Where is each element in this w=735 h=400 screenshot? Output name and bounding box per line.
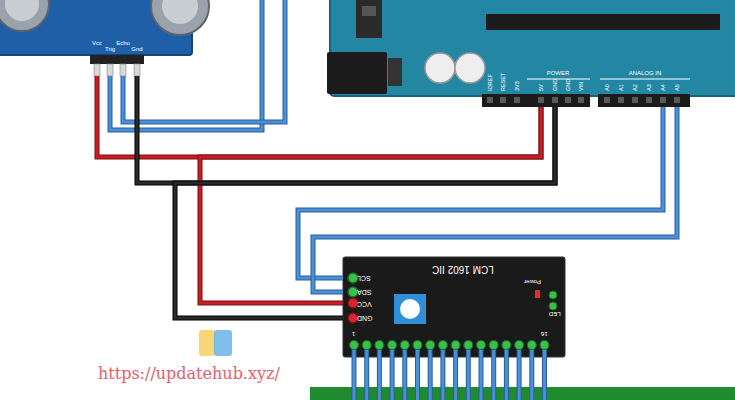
transducer-mesh (162, 0, 198, 24)
pin-label: VIN (578, 82, 584, 91)
board-label: GND (357, 315, 373, 322)
board-label: VCC (357, 301, 372, 308)
capacitor (425, 53, 455, 83)
dc-jack-body (388, 58, 402, 86)
led-jumper (549, 291, 557, 310)
capacitor (455, 53, 485, 83)
watermark: https://updatehub.xyz/ (98, 364, 280, 383)
voltage-regulator (356, 0, 382, 38)
board-label: 16 (541, 331, 548, 337)
pin-label: A5 (674, 84, 680, 91)
jumper-wire (298, 107, 663, 278)
power-header (482, 94, 590, 107)
pin-label: 5V (538, 84, 544, 91)
pin-label: 3V3 (514, 81, 520, 91)
board-label: LCM 1602 IIC (432, 264, 494, 274)
dc-jack (327, 52, 387, 94)
watermark-logo (199, 330, 232, 356)
board-label: SCL (357, 275, 371, 282)
transducer (0, 0, 49, 31)
jumper-wire (200, 107, 541, 303)
pin-label: A3 (646, 84, 652, 91)
ultrasonic-sensor: VccTrigEchoGnd (0, 0, 195, 76)
board-label: Gnd (131, 46, 142, 52)
board-label: 1 (352, 331, 355, 337)
jumper-wire (313, 107, 677, 292)
breadboard-strip (310, 387, 735, 400)
analog-header (598, 94, 690, 107)
pin-label: A1 (618, 84, 624, 91)
board-label: Trig (105, 46, 115, 52)
pin-header (90, 55, 144, 64)
arduino-uno: IOREF RESET 3V3 5V GND GND VIN POWER ANALOG IN A0… (330, 0, 735, 107)
board-label: Echo (116, 40, 130, 46)
lcd-1602-i2c: LCM 1602 IIC SCL SDA VCC GND PowerLED 1 16 (343, 257, 565, 357)
transducer-mesh (5, 0, 39, 21)
header-marks (527, 79, 690, 80)
potentiometer (394, 294, 426, 324)
pin-label: IOREF (487, 74, 493, 91)
lcd-pin-row (350, 341, 550, 400)
pin-label: A0 (604, 84, 610, 91)
power-led (535, 290, 540, 298)
regulator-tab (362, 6, 376, 16)
arduino-board (330, 0, 735, 96)
lcd-i2c-board (343, 257, 565, 357)
board-label: Power (524, 279, 541, 285)
pin-label: A4 (660, 84, 666, 91)
header-pins (94, 64, 140, 76)
pin-label: RESET (500, 73, 506, 91)
digital-header (486, 14, 720, 30)
pin-label: GND (565, 79, 571, 91)
board-label: Vcc (92, 40, 102, 46)
potentiometer-knob (400, 299, 420, 319)
board-label: ANALOG IN (629, 70, 662, 76)
i2c-pins (348, 273, 358, 323)
pin-label: A2 (632, 84, 638, 91)
board-label: POWER (547, 70, 570, 76)
transducer (151, 0, 209, 35)
jumper-wire (97, 76, 541, 157)
pin-label: GND (552, 79, 558, 91)
header-holes (487, 97, 680, 103)
board-label: SDA (357, 289, 371, 296)
board-label: LED (549, 311, 561, 317)
